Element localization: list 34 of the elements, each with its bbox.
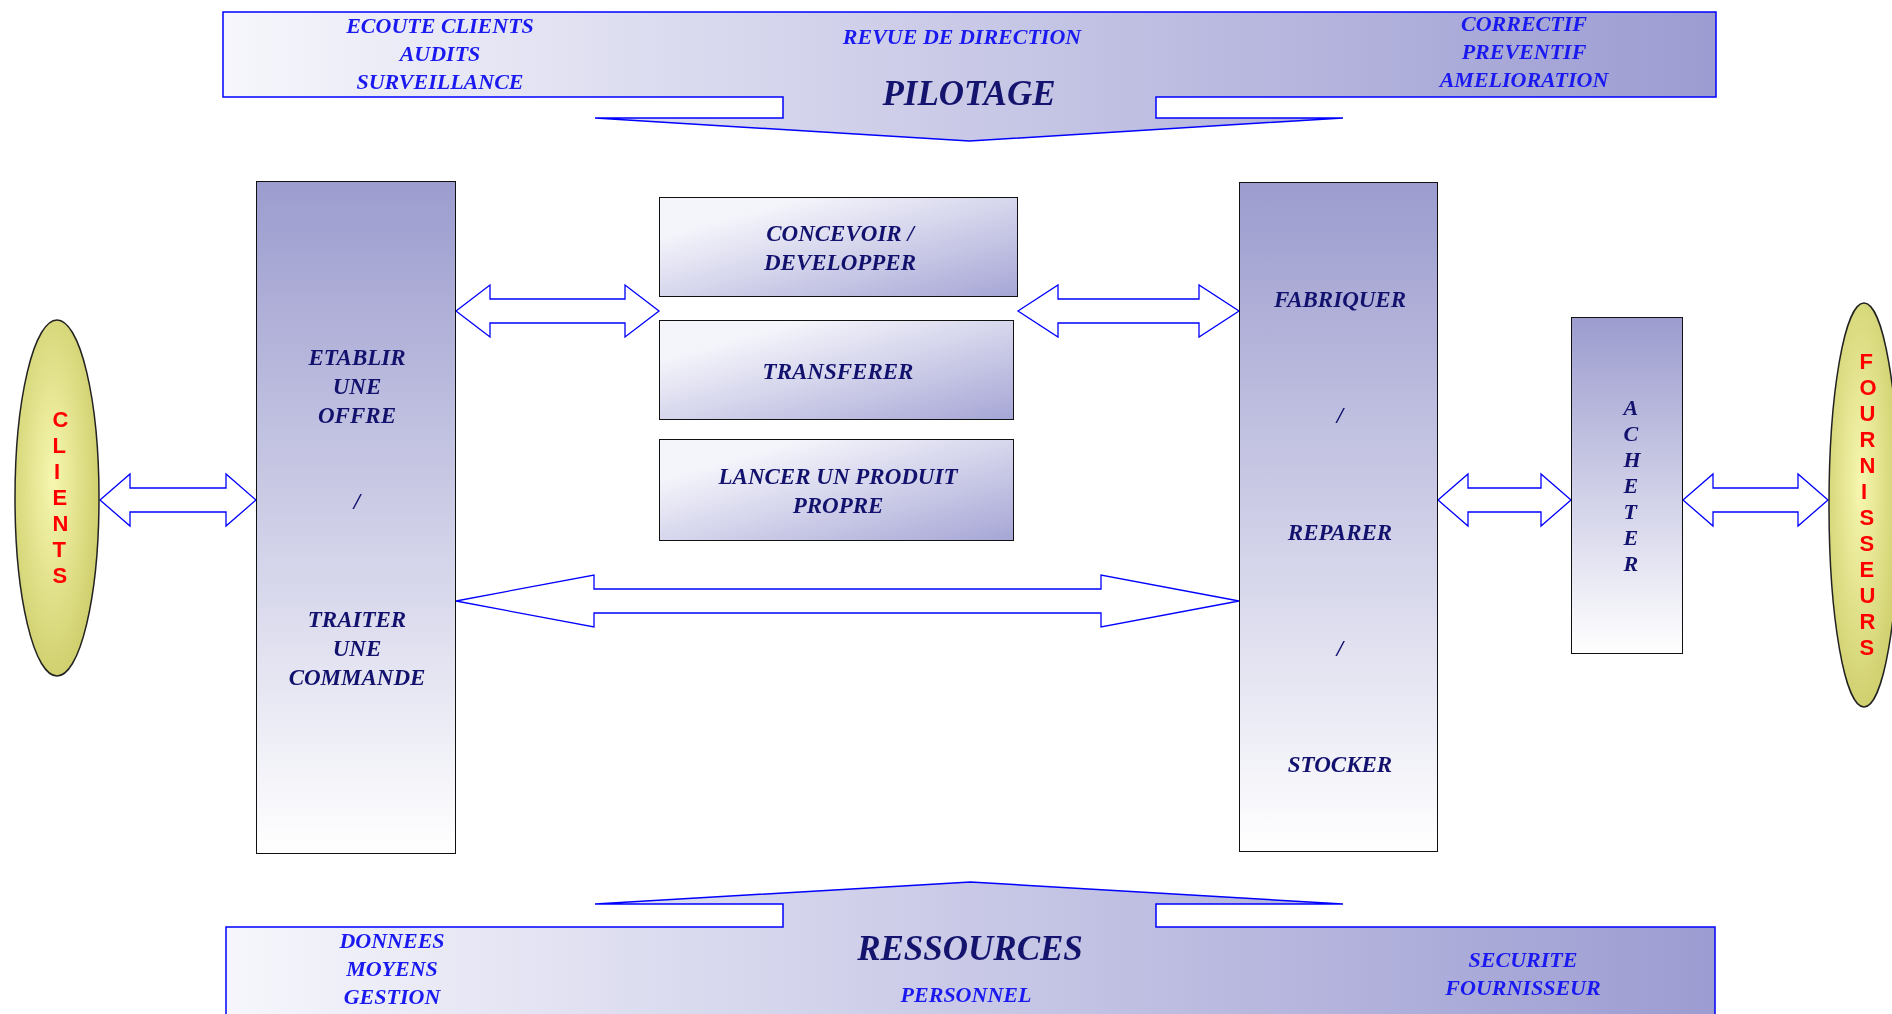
box-label: TRANSFERER bbox=[761, 357, 915, 386]
box-label: CONCEVOIR / DEVELOPPER bbox=[762, 220, 918, 277]
process-column bbox=[256, 181, 456, 854]
box-label: ETABLIR UNE OFFRE bbox=[308, 343, 406, 430]
banner-label: DONNEES MOYENS GESTION bbox=[338, 927, 446, 1011]
box-label: / bbox=[1336, 401, 1344, 430]
box-label: LANCER UN PRODUIT PROPRE bbox=[717, 463, 960, 520]
double-arrow bbox=[454, 283, 661, 339]
double-arrow bbox=[1016, 283, 1241, 339]
process-box bbox=[659, 320, 1014, 420]
banner-title: PILOTAGE bbox=[881, 74, 1057, 114]
double-arrow bbox=[1682, 472, 1829, 528]
banner-label: CORRECTIF PREVENTIF AMELIORATION bbox=[1437, 10, 1610, 94]
banner-label: REVUE DE DIRECTION bbox=[841, 23, 1083, 51]
box-label: STOCKER bbox=[1287, 750, 1393, 779]
box-label: FABRIQUER bbox=[1273, 285, 1407, 314]
vertical-label: ACHETER bbox=[1621, 395, 1646, 577]
vertical-label: FOURNISSEURS bbox=[1858, 349, 1882, 661]
process-box bbox=[659, 439, 1014, 541]
process-column bbox=[1571, 317, 1683, 654]
banner-label: ECOUTE CLIENTS AUDITS SURVEILLANCE bbox=[345, 12, 535, 96]
banner-title: RESSOURCES bbox=[856, 929, 1084, 969]
box-label: REPARER bbox=[1287, 518, 1393, 547]
process-box bbox=[659, 197, 1018, 297]
vertical-label: CLIENTS bbox=[51, 407, 75, 589]
double-arrow bbox=[455, 574, 1240, 628]
box-label: / bbox=[353, 487, 361, 516]
banner-label: SECURITE FOURNISSEUR bbox=[1444, 946, 1602, 1002]
process-column bbox=[1239, 182, 1438, 852]
double-arrow bbox=[99, 472, 257, 528]
box-label: TRAITER UNE COMMANDE bbox=[288, 605, 426, 692]
box-label: / bbox=[1336, 634, 1344, 663]
banner-label: PERSONNEL bbox=[899, 981, 1033, 1009]
double-arrow bbox=[1437, 472, 1572, 528]
